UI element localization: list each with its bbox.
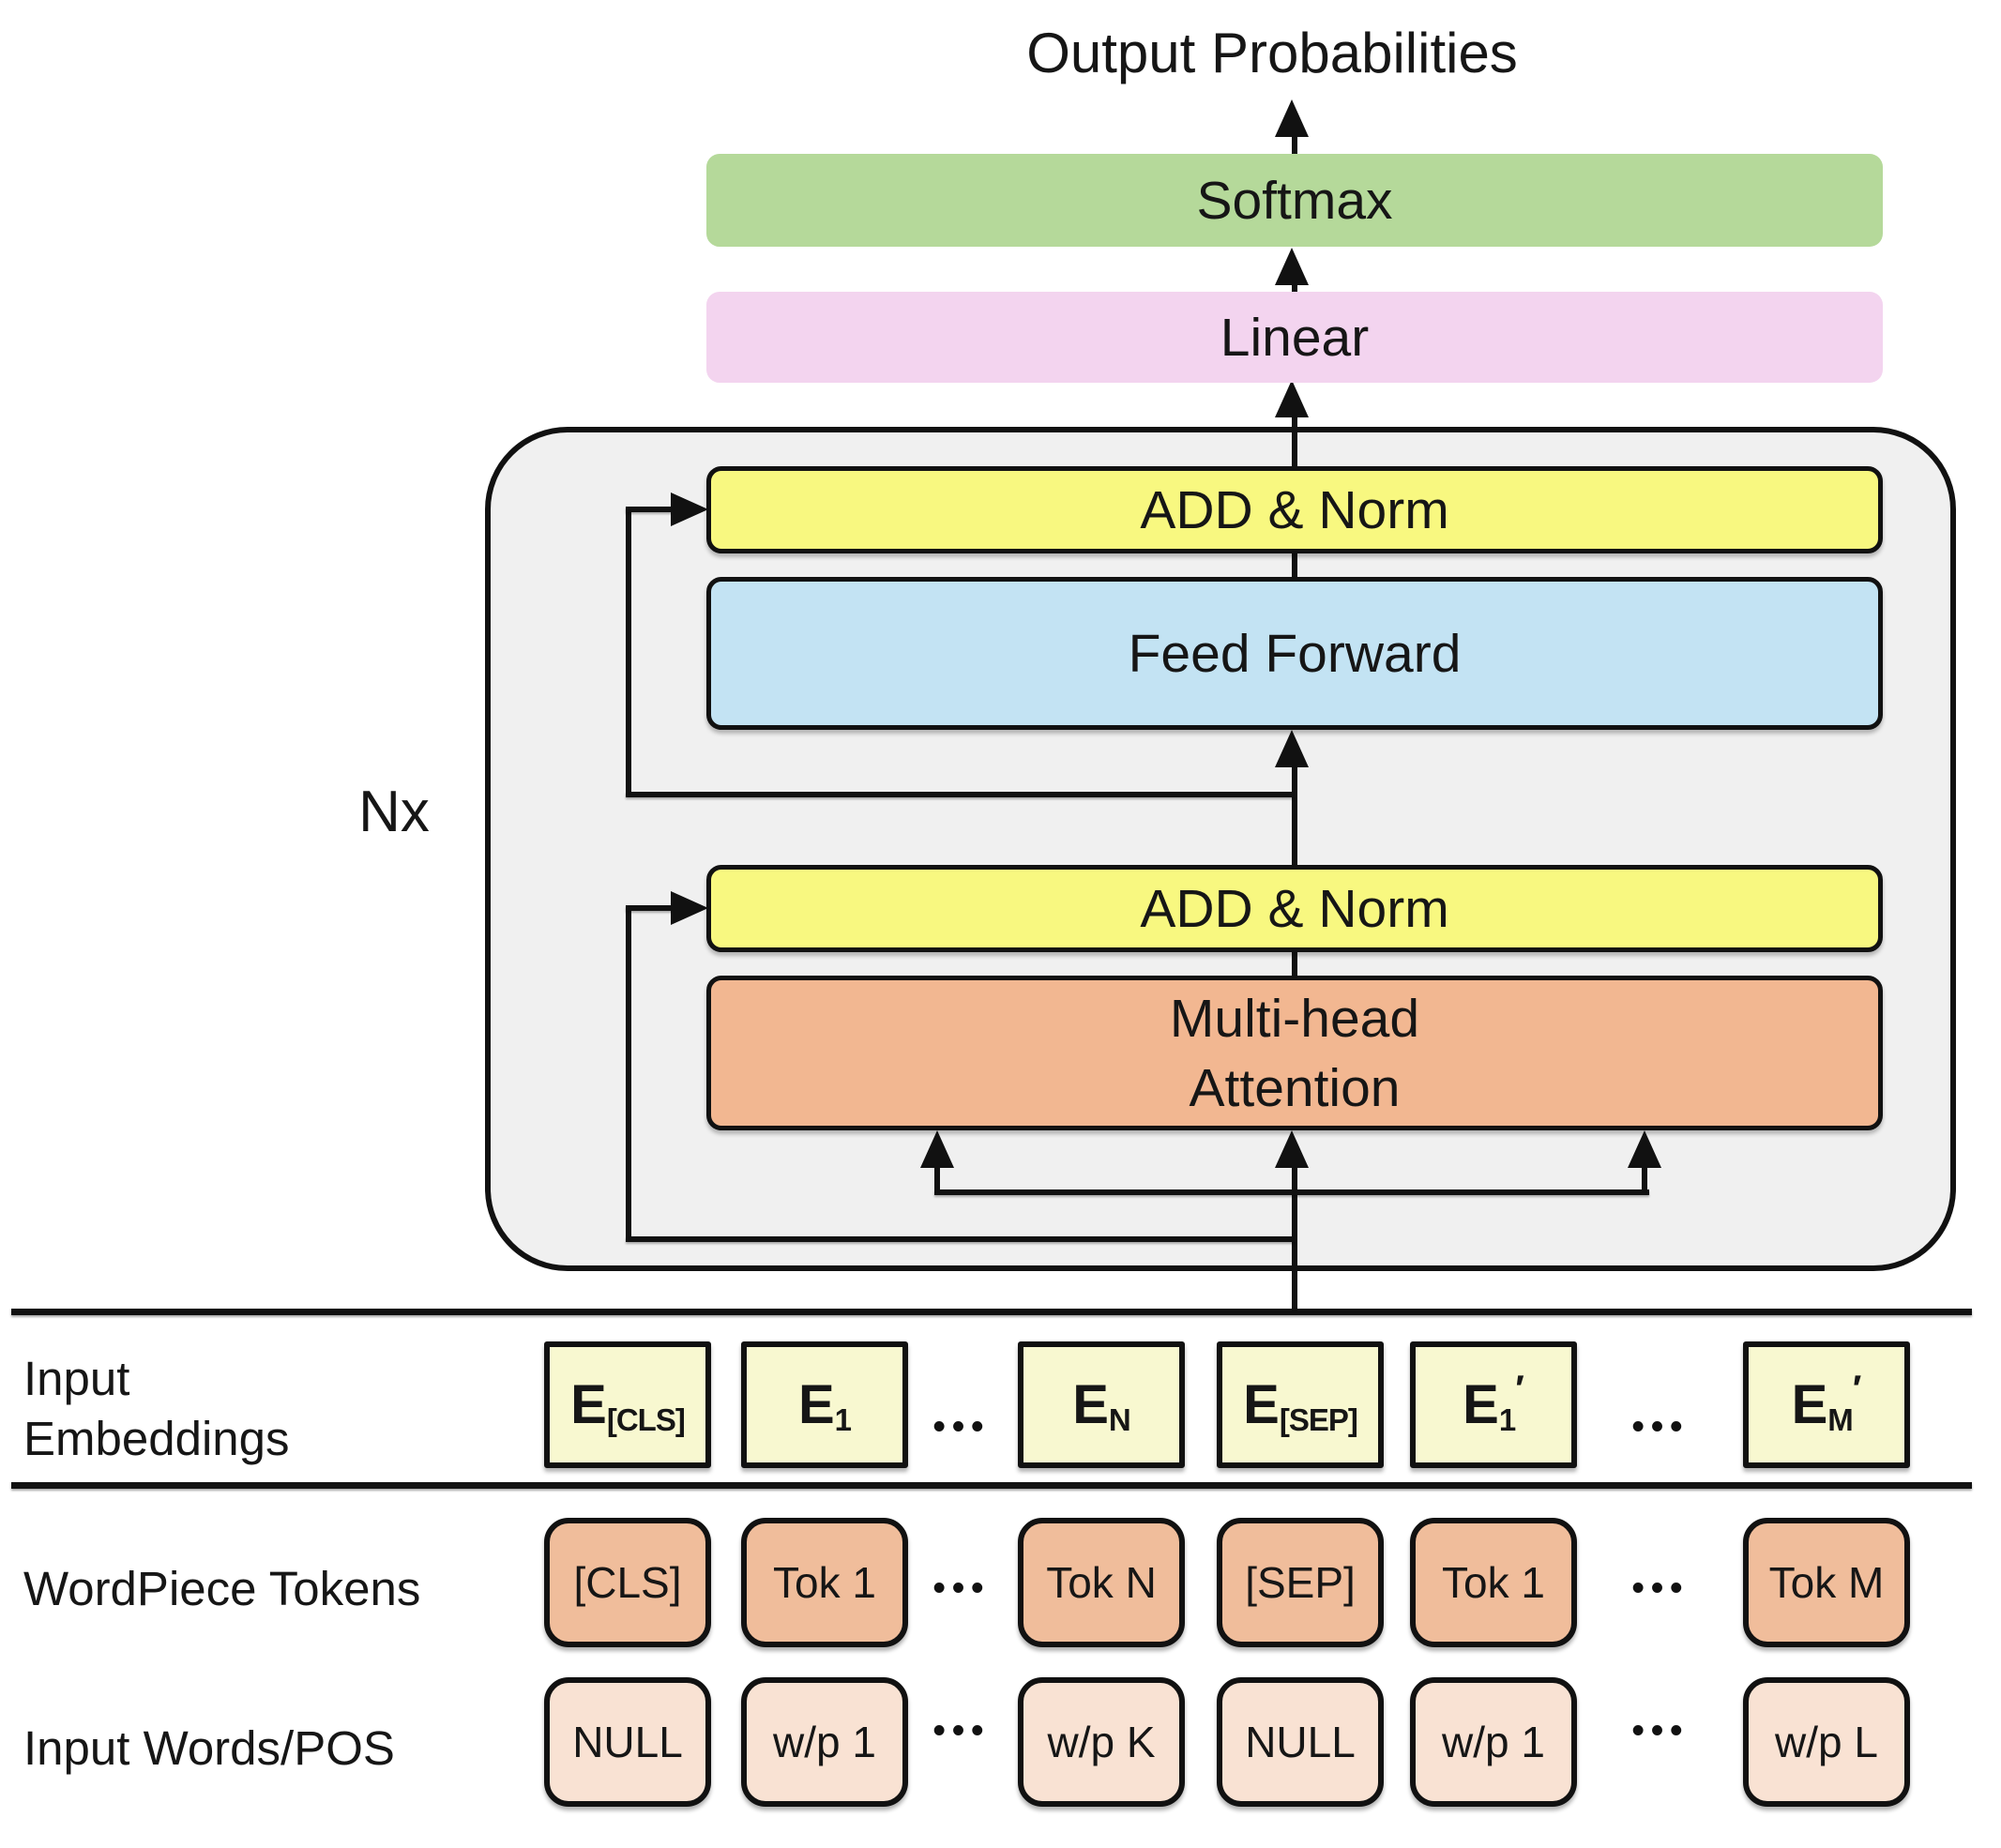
arrow-right-to-addnorm-bottom — [671, 891, 708, 925]
residual-top-arrow-line — [626, 507, 673, 512]
linear-block: Linear — [706, 292, 1883, 383]
arrow-up-to-feed-forward — [1275, 730, 1309, 767]
arrow-right-to-addnorm-top — [671, 492, 708, 526]
separator-line-bottom — [11, 1482, 1972, 1489]
tokens-ellipsis-2: ••• — [1631, 1568, 1690, 1608]
residual-top-vertical-line — [626, 509, 631, 797]
input-embeddings-label: Input Embeddings — [23, 1352, 290, 1465]
nx-repeat-label: Nx — [358, 780, 430, 844]
spine-line-top — [1292, 135, 1297, 156]
token-cell-1b: Tok 1 — [1410, 1518, 1577, 1647]
multi-head-attention-line2: Attention — [1189, 1057, 1401, 1118]
token-cell-sep: [SEP] — [1217, 1518, 1384, 1647]
words-ellipsis-2: ••• — [1631, 1711, 1690, 1750]
residual-bottom-arrow-line — [626, 905, 673, 911]
arrow-up-to-attention-center — [1275, 1130, 1309, 1168]
embeddings-ellipsis-2: ••• — [1631, 1407, 1690, 1447]
qkv-left-vertical — [934, 1163, 940, 1195]
multi-head-attention-block: Multi-head Attention — [706, 976, 1883, 1130]
feed-forward-block: Feed Forward — [706, 577, 1883, 730]
token-cell-m: Tok M — [1743, 1518, 1910, 1647]
arrow-up-to-linear — [1275, 380, 1309, 417]
residual-top-branch-line — [626, 792, 1296, 797]
embedding-cell-sep: E[SEP] — [1217, 1341, 1384, 1468]
add-norm-top-block: ADD & Norm — [706, 466, 1883, 553]
multi-head-attention-line1: Multi-head — [1169, 988, 1420, 1049]
token-cell-n: Tok N — [1018, 1518, 1185, 1647]
encoder-stack-container — [485, 427, 1956, 1271]
qkv-branch-line — [934, 1189, 1649, 1195]
residual-bottom-branch-line — [626, 1236, 1296, 1242]
softmax-block: Softmax — [706, 154, 1883, 247]
input-words-pos-label: Input Words/POS — [23, 1721, 395, 1775]
spine-line-encoder-linear — [1292, 415, 1297, 466]
residual-bottom-vertical-line — [626, 908, 631, 1242]
arrow-up-to-attention-right — [1628, 1130, 1661, 1168]
wordpiece-tokens-label: WordPiece Tokens — [23, 1562, 421, 1615]
output-probabilities-title: Output Probabilities — [1026, 22, 1518, 84]
spine-line-mha-addnorm — [1292, 952, 1297, 976]
token-cell-1: Tok 1 — [741, 1518, 908, 1647]
spine-line-addnorm-ff — [1292, 762, 1297, 865]
word-cell-wpk: w/p K — [1018, 1677, 1185, 1807]
spine-line-linear-softmax — [1292, 280, 1297, 293]
word-cell-wpl: w/p L — [1743, 1677, 1910, 1807]
token-cell-cls: [CLS] — [544, 1518, 711, 1647]
arrow-up-to-attention-left — [920, 1130, 954, 1168]
separator-line-top — [11, 1309, 1972, 1315]
word-cell-wp1: w/p 1 — [741, 1677, 908, 1807]
words-ellipsis-1: ••• — [932, 1711, 991, 1750]
word-cell-wp1b: w/p 1 — [1410, 1677, 1577, 1807]
arrow-up-to-softmax — [1275, 248, 1309, 285]
word-cell-null-1: NULL — [544, 1677, 711, 1807]
embeddings-ellipsis-1: ••• — [932, 1407, 991, 1447]
embedding-cell-cls: E[CLS] — [544, 1341, 711, 1468]
tokens-ellipsis-1: ••• — [932, 1568, 991, 1608]
arrow-up-to-output — [1275, 99, 1309, 137]
spine-line-ff-addnorm — [1292, 553, 1297, 577]
add-norm-bottom-block: ADD & Norm — [706, 865, 1883, 952]
qkv-right-vertical — [1642, 1163, 1647, 1195]
word-cell-null-2: NULL — [1217, 1677, 1384, 1807]
